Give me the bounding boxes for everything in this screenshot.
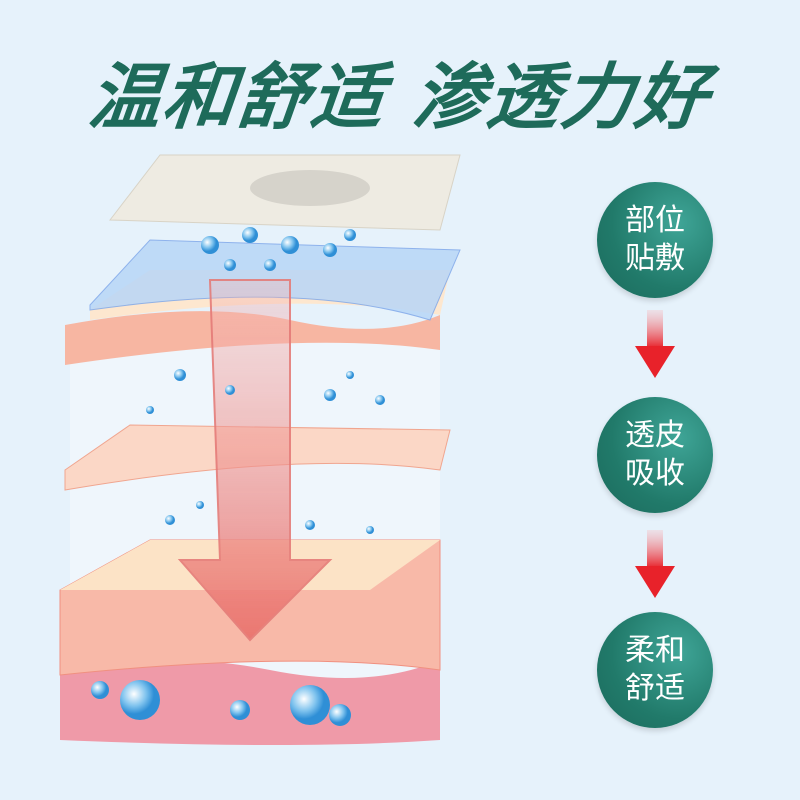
step-apply: 部位 贴敷 xyxy=(597,182,713,298)
step-comfort-line2: 舒适 xyxy=(625,671,685,706)
step-absorb-line1: 透皮 xyxy=(625,418,685,453)
down-arrow-icon xyxy=(635,530,675,598)
step-apply-line1: 部位 xyxy=(625,203,685,238)
step-absorb: 透皮 吸收 xyxy=(597,397,713,513)
skin-penetration-illustration xyxy=(59,154,461,745)
step-comfort-line1: 柔和 xyxy=(625,633,685,668)
step-comfort: 柔和 舒适 xyxy=(597,612,713,728)
headline-part2: 渗透力好 xyxy=(408,55,714,139)
headline-part1: 温和舒适 xyxy=(84,55,390,139)
down-arrow-icon xyxy=(635,310,675,378)
headline: 温和舒适渗透力好 xyxy=(0,38,800,143)
step-absorb-line2: 吸收 xyxy=(625,456,685,491)
penetration-arrow-icon xyxy=(177,279,333,642)
step-apply-line2: 贴敷 xyxy=(625,241,685,276)
bubbles xyxy=(91,227,385,726)
